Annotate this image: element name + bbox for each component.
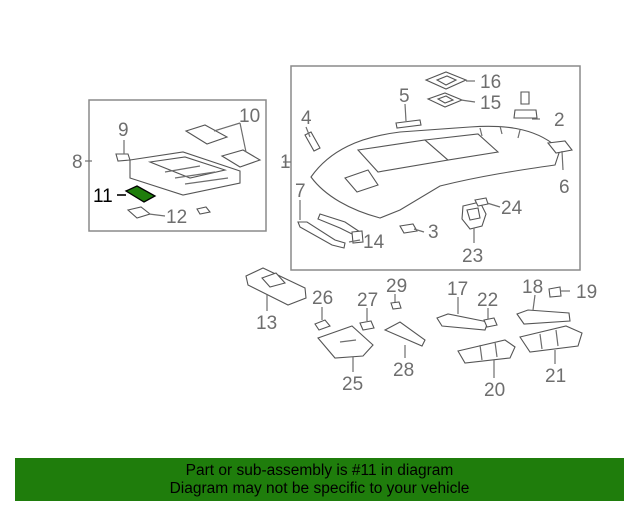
part-21-rail <box>519 325 583 353</box>
sub-assembly-frame-left <box>88 99 267 232</box>
callout-27: 27 <box>357 290 378 311</box>
part-4-strip <box>304 131 321 152</box>
part-27-clip <box>359 320 375 331</box>
part-11-highlighted <box>124 185 157 203</box>
part-8-sunshade-panel <box>129 151 241 196</box>
part-12-handle <box>126 206 152 219</box>
callout-11: 11 <box>93 186 113 207</box>
part-5-plate <box>395 119 422 129</box>
callout-17: 17 <box>447 279 468 300</box>
part-10-pads <box>184 124 262 168</box>
callout-2: 2 <box>554 110 565 131</box>
info-banner: Part or sub-assembly is #11 in diagram D… <box>15 458 624 501</box>
callout-25: 25 <box>342 374 363 395</box>
part-3-clip <box>399 223 418 234</box>
callout-21: 21 <box>545 366 566 387</box>
part-23-module <box>461 201 487 230</box>
part-19-clip <box>548 286 562 298</box>
callout-16: 16 <box>480 72 501 93</box>
callout-18: 18 <box>522 277 543 298</box>
banner-line-1: Part or sub-assembly is #11 in diagram <box>185 462 454 479</box>
callout-14: 14 <box>363 232 385 253</box>
callout-26: 26 <box>312 288 333 309</box>
callout-19: 19 <box>576 282 597 303</box>
part-20-rail <box>457 339 516 364</box>
part-16-bezel <box>424 71 468 90</box>
part-15-bezel <box>426 92 464 108</box>
callout-20: 20 <box>484 380 505 401</box>
callout-5: 5 <box>399 86 410 107</box>
callout-15: 15 <box>480 93 501 114</box>
callout-1: 1 <box>280 152 291 173</box>
callout-4: 4 <box>301 108 312 129</box>
banner-line-2: Diagram may not be specific to your vehi… <box>169 480 470 497</box>
callout-24: 24 <box>501 198 523 219</box>
part-1-headliner <box>310 125 561 219</box>
part-18-grip <box>516 309 571 325</box>
callout-10: 10 <box>239 106 260 127</box>
part-2-bolt <box>513 91 538 119</box>
part-26-bulb <box>314 319 331 331</box>
callout-7: 7 <box>295 181 306 202</box>
part-28-handle <box>383 321 426 347</box>
part-22-cap <box>483 317 498 328</box>
part-17-grip <box>436 313 489 331</box>
callout-6: 6 <box>559 177 570 198</box>
part-13-sunvisor <box>245 267 307 306</box>
callout-23: 23 <box>462 246 483 267</box>
callout-3: 3 <box>428 222 439 243</box>
parts-diagram: 1 2 3 4 5 6 7 8 9 10 11 12 13 14 15 16 1… <box>72 65 597 401</box>
part-small-clip-left <box>196 206 211 215</box>
part-29-clip <box>390 301 402 310</box>
callout-28: 28 <box>393 360 414 381</box>
leader-lines <box>85 80 570 378</box>
sub-assembly-frame-right <box>290 65 581 271</box>
callout-9: 9 <box>118 120 129 141</box>
callout-13: 13 <box>256 313 277 334</box>
callout-28-29: 29 <box>386 276 407 297</box>
callout-22: 22 <box>477 290 498 311</box>
callout-12: 12 <box>166 207 187 228</box>
part-25-lamp <box>317 325 374 359</box>
part-24-clip <box>474 197 489 207</box>
part-7-14-harness <box>297 213 364 249</box>
callout-8: 8 <box>72 152 83 173</box>
part-6-bracket <box>546 140 573 154</box>
part-9-clip <box>115 153 131 162</box>
